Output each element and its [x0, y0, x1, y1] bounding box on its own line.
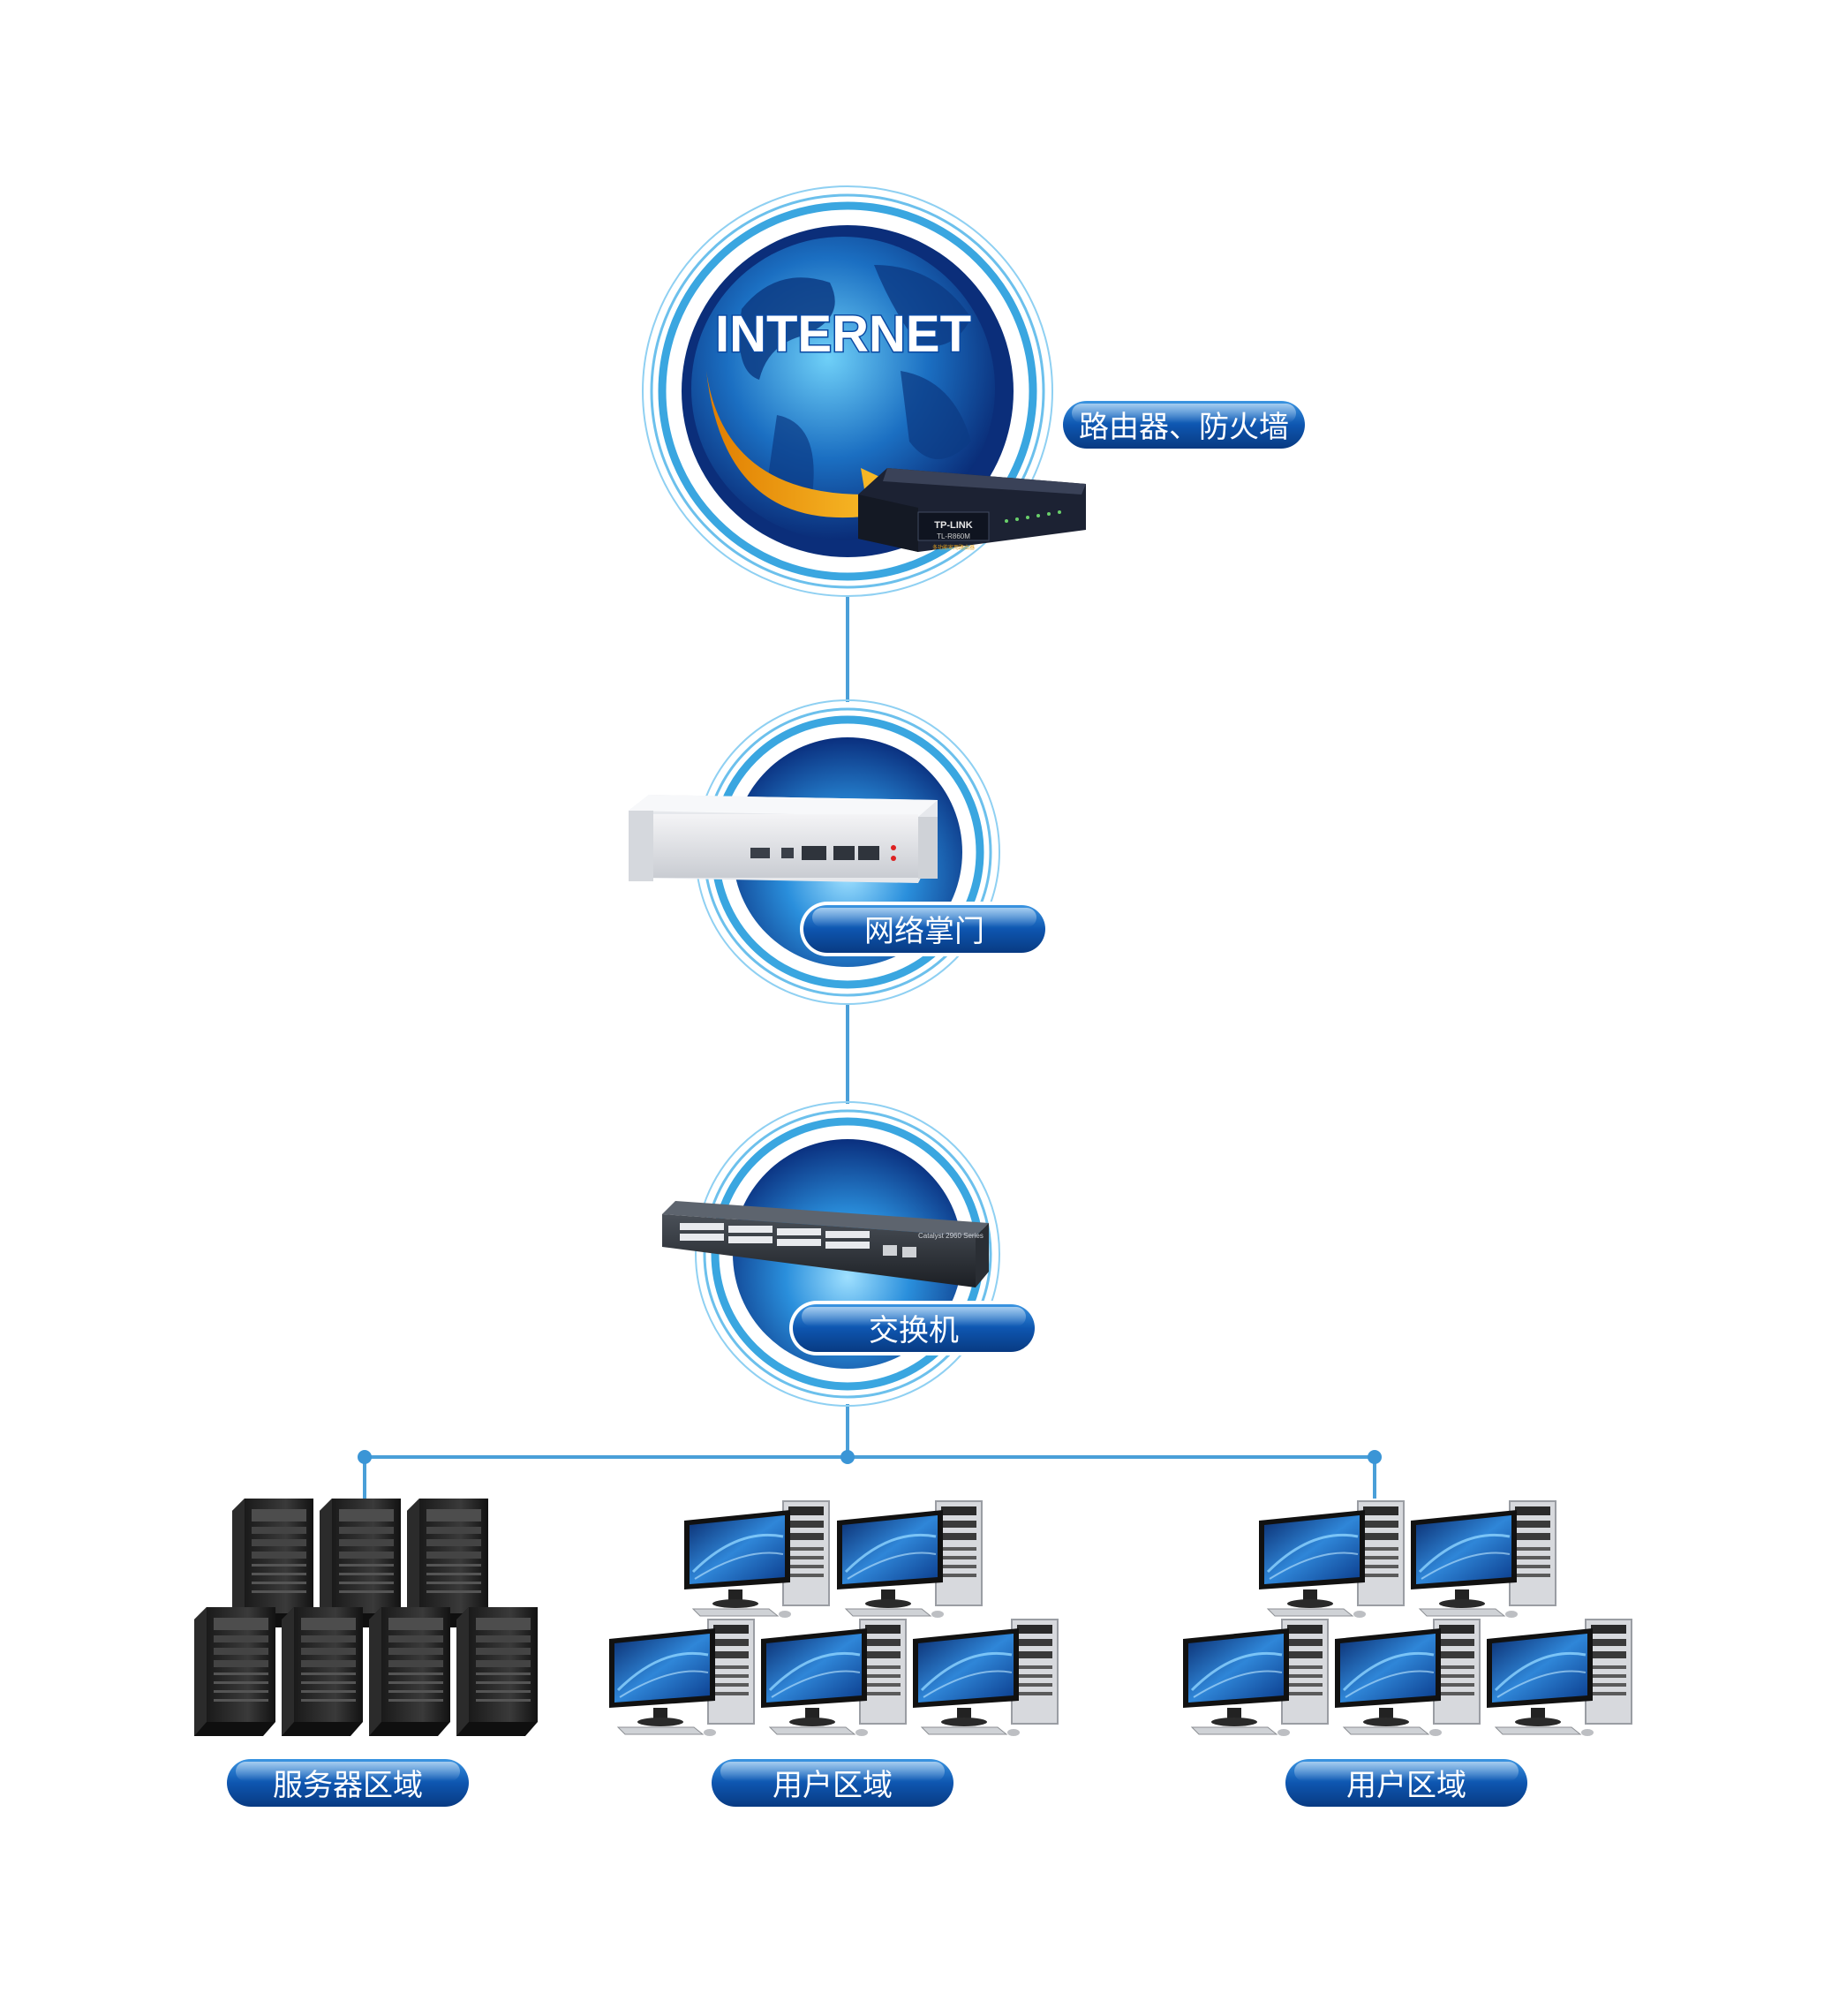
workstation-icon [1333, 1618, 1481, 1738]
gateway-label: 网络掌门 [864, 914, 984, 949]
server-zone-label: 服务器区域 [273, 1768, 423, 1803]
workstation-icon [1409, 1499, 1557, 1620]
workstation-icon [911, 1618, 1059, 1738]
user-zone-center-label: 用户区域 [773, 1768, 893, 1803]
workstation-icon [835, 1499, 984, 1620]
server-tower-icon [456, 1607, 538, 1736]
internet-node: INTERNET TP-LINK TL-R860M 多功能家用路由器 路由器、防… [642, 185, 1308, 597]
user-zone-center-badge: 用户区域 [708, 1756, 957, 1810]
network-switch-icon: Catalyst 2960 Series [662, 1201, 989, 1287]
router-caption: 多功能家用路由器 [932, 544, 975, 551]
workstation-icon [759, 1618, 908, 1738]
router-icon: TP-LINK TL-R860M 多功能家用路由器 [858, 468, 1086, 552]
internet-title: INTERNET [715, 306, 971, 363]
server-tower-icon [194, 1607, 275, 1736]
switch-label: 交换机 [869, 1313, 959, 1348]
workstation-icon [1485, 1618, 1633, 1738]
server-tower-icon [282, 1607, 363, 1736]
router-brand: TP-LINK [934, 520, 972, 531]
server-zone: 服务器区域 [194, 1499, 538, 1810]
workstation-icon [682, 1499, 831, 1620]
server-tower-icon [369, 1607, 450, 1736]
workstation-icon [607, 1618, 756, 1738]
router-firewall-badge: 路由器、防火墙 [1059, 397, 1308, 452]
bus-node-right [1368, 1450, 1382, 1464]
connection-lines [358, 597, 1382, 1499]
switch-badge: 交换机 [789, 1301, 1038, 1355]
server-zone-badge: 服务器区域 [223, 1756, 472, 1810]
gateway-node: 网络掌门 [629, 699, 1049, 1005]
workstation-icon [1181, 1618, 1330, 1738]
gateway-badge: 网络掌门 [800, 902, 1049, 956]
router-firewall-label: 路由器、防火墙 [1079, 410, 1289, 445]
user-zone-center: 用户区域 [607, 1499, 1059, 1810]
bus-node-left [358, 1450, 372, 1464]
switch-node: Catalyst 2960 Series 交换机 [662, 1101, 1038, 1407]
workstation-icon [1257, 1499, 1406, 1620]
user-zone-right-badge: 用户区域 [1282, 1756, 1531, 1810]
router-model: TL-R860M [937, 532, 970, 540]
user-zone-right: 用户区域 [1181, 1499, 1633, 1810]
switch-brand: Catalyst 2960 Series [918, 1232, 984, 1240]
user-zone-right-label: 用户区域 [1346, 1768, 1466, 1803]
bus-node-center [840, 1450, 855, 1464]
gateway-appliance-icon [629, 795, 938, 883]
